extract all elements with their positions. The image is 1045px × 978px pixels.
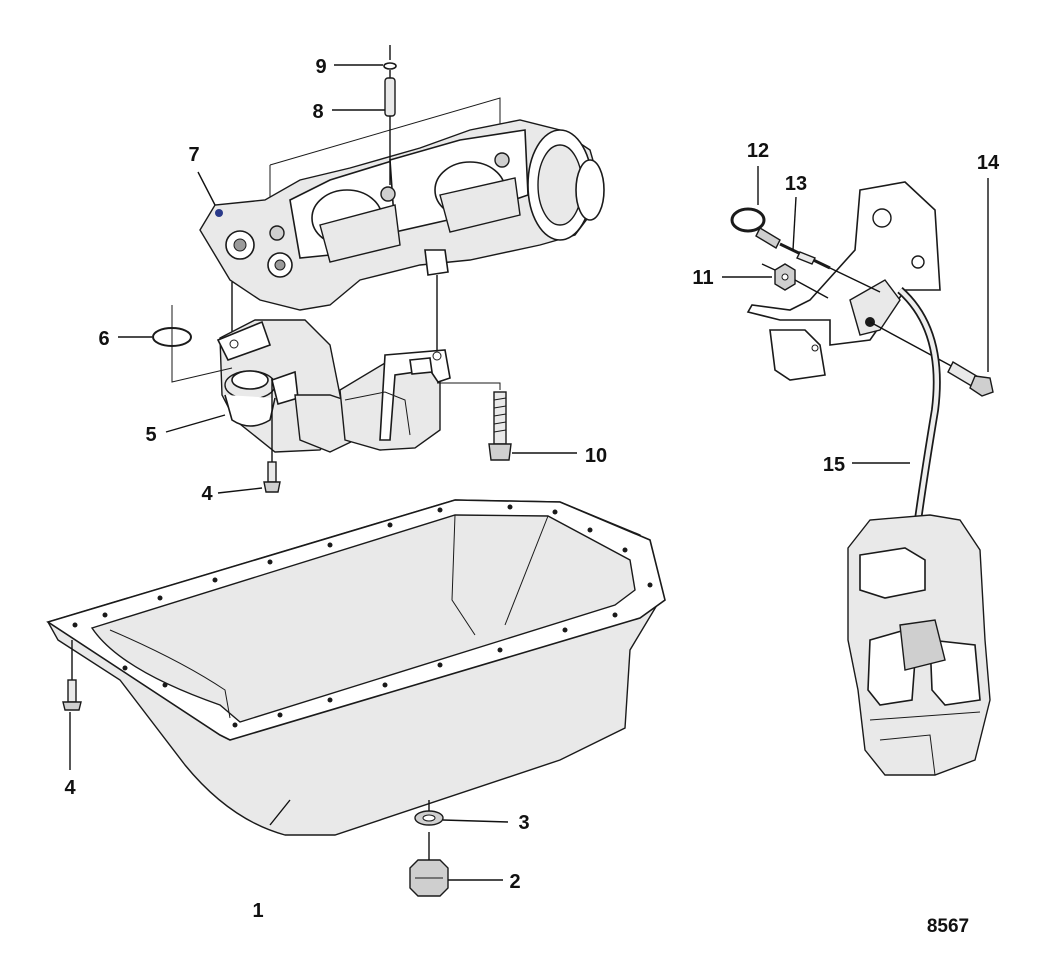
- callout-1: 1: [252, 900, 263, 922]
- drain-plug-washer: [414, 800, 444, 826]
- callout-9: 9: [315, 56, 326, 78]
- callout-8: 8: [312, 101, 323, 123]
- oil-pickup-tube: [216, 319, 451, 453]
- screen-bolt: [437, 382, 512, 461]
- figure-number: 8567: [927, 916, 969, 937]
- callout-13: 13: [785, 173, 807, 195]
- dowel-pin: [383, 45, 397, 185]
- oil-pan-bolt: [62, 640, 82, 770]
- oil-pump-assembly: [199, 97, 605, 350]
- callout-6: 6: [98, 328, 109, 350]
- pickup-o-ring: [152, 305, 233, 383]
- dipstick: [730, 207, 881, 293]
- pickup-bolt: [263, 378, 281, 493]
- callout-15: 15: [823, 454, 845, 476]
- callout-7: 7: [188, 144, 199, 166]
- callout-4-lower: 4: [64, 777, 76, 799]
- oil-pan: [46, 499, 666, 836]
- nut: [761, 263, 829, 299]
- callout-labels: 1 2 3 4 4 5 6 7 8 9 10 11 12 13 14 15: [64, 56, 1000, 922]
- callout-14: 14: [977, 152, 1000, 174]
- callout-12: 12: [747, 140, 769, 162]
- callout-3: 3: [518, 812, 529, 834]
- bracket-bolt: [869, 321, 994, 397]
- callout-5: 5: [145, 424, 156, 446]
- callout-4-upper: 4: [201, 483, 213, 505]
- dipstick-bracket: [746, 181, 941, 381]
- drain-plug: [409, 832, 449, 897]
- callout-2: 2: [509, 871, 520, 893]
- engine-block-section: [847, 514, 991, 776]
- callout-10: 10: [585, 445, 607, 467]
- leader-lines: [118, 64, 989, 881]
- callout-11: 11: [692, 267, 713, 289]
